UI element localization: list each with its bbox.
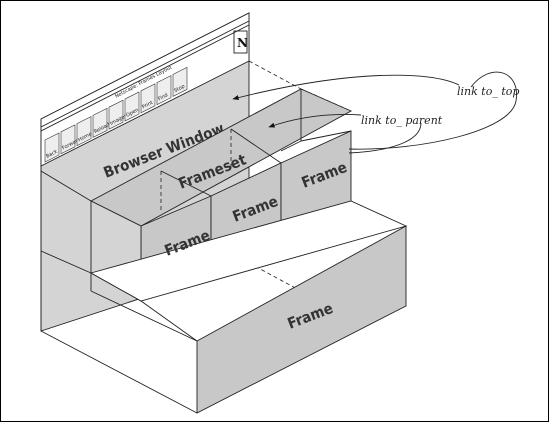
frame-bottom-face [196,225,407,414]
toolbar-button-label: Stop [173,84,186,95]
toolbar-button [76,116,92,147]
toolbar-button-label: Find [157,92,169,102]
toolbar-button [44,132,60,163]
arrow-link-parent-loop [348,122,422,154]
annotation-link-top: link to_ top [457,85,519,98]
toolbar-button [124,91,140,122]
toolbar-button-label: Back [45,149,59,160]
logo-letter: N [237,36,248,50]
annotation-link-parent: link to_ parent [361,114,443,127]
toolbar-button [92,107,108,138]
arrow-link-parent [268,113,362,128]
toolbar-button [60,124,76,155]
arrow-link-top-loop [348,71,517,150]
toolbar-button [140,83,156,114]
toolbar-button-label: Print [141,100,154,111]
toolbar-button [172,66,188,97]
toolbar-button [156,75,172,106]
arrow-link-top [232,74,460,101]
frame-bottom [89,200,408,414]
netscape-logo [233,30,248,54]
toolbar-button [108,99,124,130]
toolbar-button-label: Open [125,107,140,119]
